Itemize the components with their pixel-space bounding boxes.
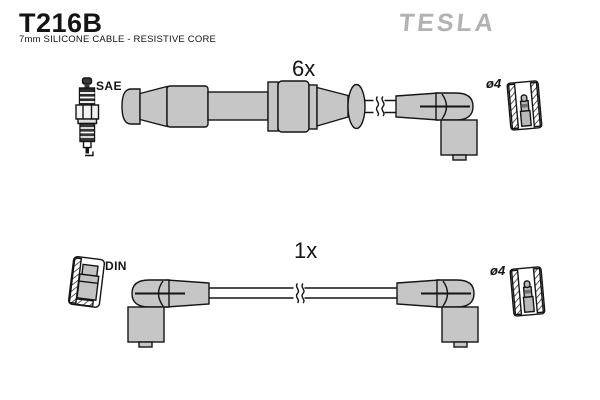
elbow-boot-icon bbox=[395, 92, 478, 161]
brand-logo: TESLA bbox=[397, 9, 498, 37]
product-subtitle: 7mm SILICONE CABLE - RESISTIVE CORE bbox=[19, 34, 217, 45]
sae-standard-label: SAE bbox=[96, 79, 122, 93]
spark-plug-icon bbox=[75, 77, 100, 157]
din-standard-label: DIN bbox=[105, 259, 127, 273]
part-number: T216B bbox=[19, 8, 103, 38]
diameter-label-bottom: ø4 bbox=[490, 263, 506, 278]
elbow-boot-icon bbox=[396, 279, 479, 348]
diameter-label-top: ø4 bbox=[486, 76, 502, 91]
socket-cross-section-icon bbox=[67, 255, 106, 309]
quantity-label-1x: 1x bbox=[294, 238, 318, 263]
quantity-label-6x: 6x bbox=[292, 56, 316, 81]
elbow-boot-icon bbox=[127, 279, 210, 348]
socket-cross-section-icon bbox=[509, 265, 546, 317]
cable-6x-drawing bbox=[121, 80, 478, 161]
socket-cross-section-icon bbox=[506, 79, 543, 131]
cable-1x-drawing bbox=[127, 279, 479, 348]
